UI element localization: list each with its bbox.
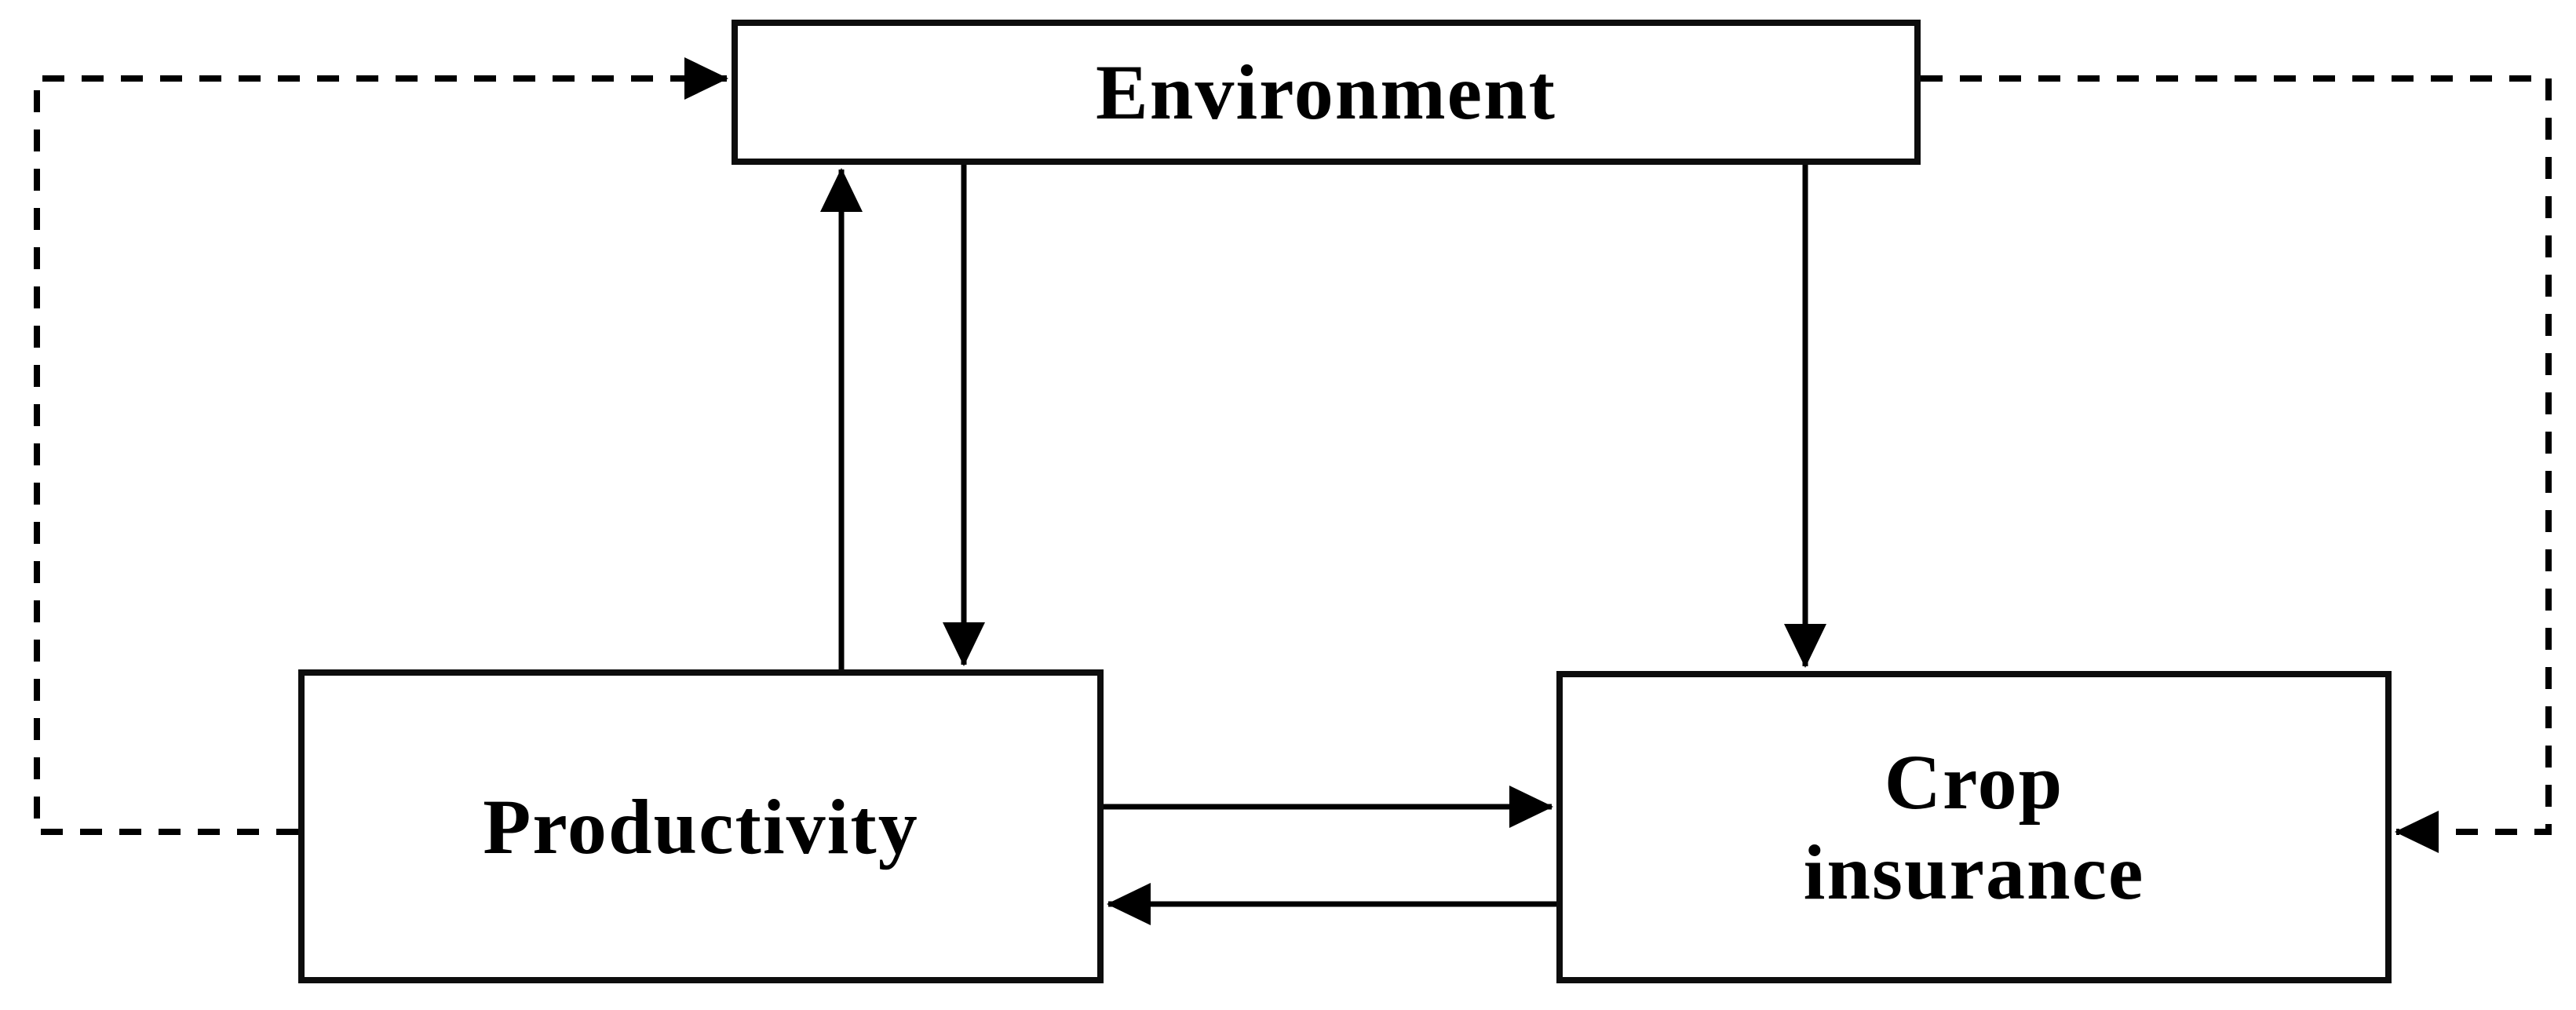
node-productivity: Productivity (298, 669, 1104, 983)
node-environment: Environment (732, 20, 1921, 165)
node-productivity-label: Productivity (483, 782, 919, 870)
node-crop-insurance-label: Crop insurance (1803, 738, 2145, 916)
node-environment-label: Environment (1096, 49, 1556, 136)
node-crop-insurance: Crop insurance (1556, 671, 2392, 983)
